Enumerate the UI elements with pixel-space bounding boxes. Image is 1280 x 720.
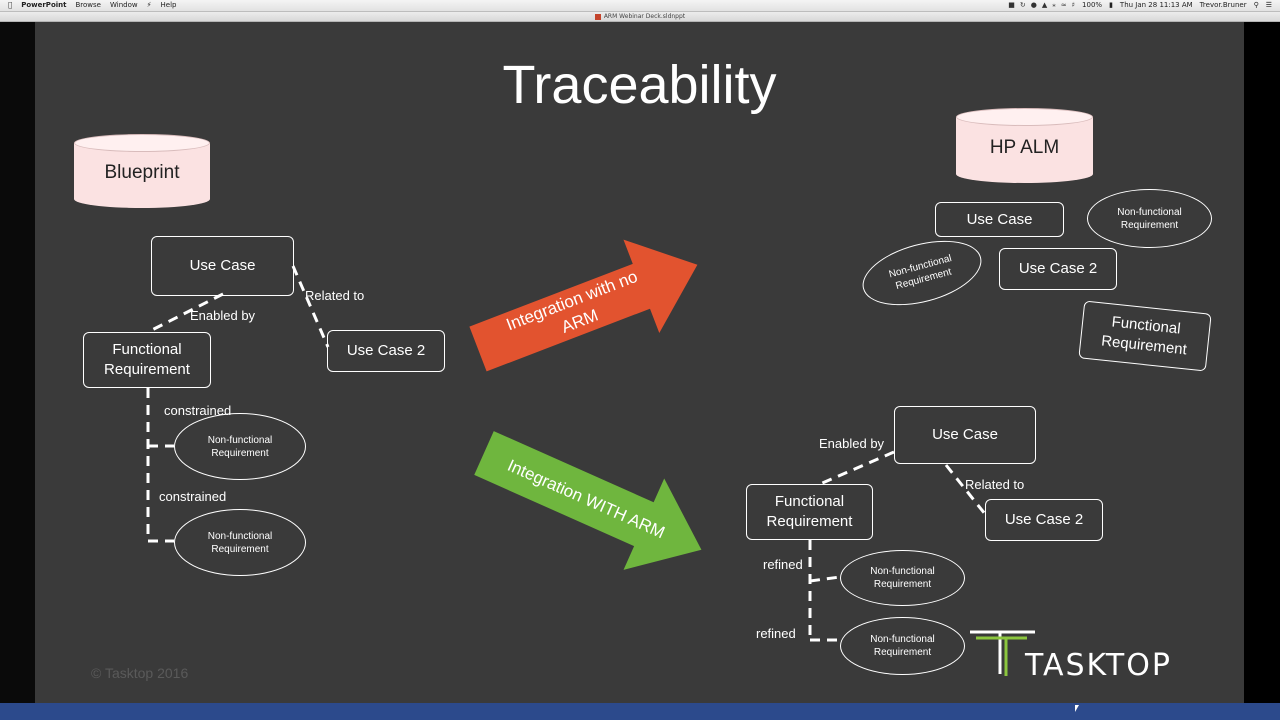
mouse-cursor-icon: [1075, 705, 1079, 712]
alm-use-case[interactable]: Use Case: [935, 202, 1064, 237]
menu-bar:  PowerPoint Browse Window ⚡ Help ■ ↻ ● …: [0, 0, 1280, 12]
arm-nonfunctional-requirement-2[interactable]: Non-functional Requirement: [840, 617, 965, 675]
sync-icon[interactable]: ↻: [1019, 1, 1026, 9]
bp-use-case-2[interactable]: Use Case 2: [327, 330, 445, 372]
hp-alm-db-label: HP ALM: [989, 136, 1060, 158]
bp-functional-requirement[interactable]: Functional Requirement: [83, 332, 211, 388]
script-icon[interactable]: ⚡: [142, 1, 152, 9]
slide-title[interactable]: Traceability: [502, 55, 777, 115]
arm-nonfunctional-requirement-1[interactable]: Non-functional Requirement: [840, 550, 965, 606]
arm-use-case[interactable]: Use Case: [894, 406, 1036, 464]
link-enabled-by: [147, 292, 224, 334]
bp-label-constrained-2: constrained: [159, 489, 227, 504]
arm-functional-requirement[interactable]: Functional Requirement: [746, 484, 873, 540]
slide-graphics: Integration with no ARM Integration WITH…: [146, 239, 1035, 676]
link-related-to: [291, 265, 330, 348]
link-arm-refined-1: [809, 575, 841, 583]
window-titlebar: ARM Webinar Deck.sldnppt: [0, 12, 1280, 22]
bp-label-related-to: Related to: [305, 288, 365, 303]
drive-icon[interactable]: ▲: [1041, 1, 1048, 9]
blueprint-database[interactable]: Blueprint: [74, 134, 210, 208]
record-icon[interactable]: ●: [1030, 1, 1037, 9]
notification-center-icon[interactable]: ☰: [1265, 1, 1272, 9]
copyright-text: © Tasktop 2016: [91, 665, 189, 681]
status-tray: ■ ↻ ● ▲ ⁎ ≈ ♯: [1008, 1, 1075, 9]
arm-use-case-2[interactable]: Use Case 2: [985, 499, 1103, 541]
hp-alm-database[interactable]: HP ALM: [956, 108, 1093, 183]
blueprint-db-label: Blueprint: [104, 162, 180, 184]
wifi-icon[interactable]: ≈: [1060, 1, 1067, 9]
bp-use-case[interactable]: Use Case: [151, 236, 294, 296]
bp-nonfunctional-requirement-1[interactable]: Non-functional Requirement: [174, 413, 306, 480]
tasktop-logo-mark: [970, 630, 1035, 676]
bp-nonfunctional-requirement-2[interactable]: Non-functional Requirement: [174, 509, 306, 576]
tasktop-logo-text: TASKTOP: [1025, 648, 1172, 683]
arrow-with-arm: Integration WITH ARM: [474, 431, 702, 570]
battery-percent[interactable]: 100%: [1082, 1, 1103, 9]
slide-canvas[interactable]: Integration with no ARM Integration WITH…: [35, 22, 1244, 703]
menu-help[interactable]: Help: [156, 1, 177, 9]
dock-strip: [0, 703, 1280, 720]
battery-icon[interactable]: ▮: [1109, 1, 1113, 9]
window-title: ARM Webinar Deck.sldnppt: [603, 13, 686, 20]
alm-nonfunctional-requirement-1[interactable]: Non-functional Requirement: [1087, 189, 1212, 248]
bp-label-constrained-1: constrained: [164, 403, 232, 418]
apple-icon[interactable]: : [8, 1, 12, 9]
link-arm-enabled-by: [819, 450, 895, 486]
menu-browse[interactable]: Browse: [71, 1, 101, 9]
menu-window[interactable]: Window: [105, 1, 138, 9]
menu-powerpoint[interactable]: PowerPoint: [17, 1, 66, 9]
arrow-no-arm: Integration with no ARM: [469, 239, 698, 372]
link-arm-related-to: [944, 464, 987, 515]
arm-label-related-to: Related to: [965, 477, 1025, 492]
menu-user[interactable]: Trevor.Bruner: [1199, 1, 1247, 9]
bluetooth-icon[interactable]: ⁎: [1052, 1, 1056, 9]
bp-label-enabled-by: Enabled by: [190, 308, 256, 323]
spotlight-icon[interactable]: ⚲: [1253, 1, 1259, 9]
arm-label-enabled-by: Enabled by: [819, 436, 885, 451]
arm-label-refined-2: refined: [756, 626, 796, 641]
alm-use-case-2[interactable]: Use Case 2: [999, 248, 1117, 290]
document-icon: [594, 13, 601, 20]
volume-icon[interactable]: ♯: [1071, 1, 1076, 9]
arm-label-refined-1: refined: [763, 557, 803, 572]
left-margin: [0, 22, 35, 703]
dropbox-icon[interactable]: ■: [1008, 1, 1015, 9]
menu-clock[interactable]: Thu Jan 28 11:13 AM: [1119, 1, 1193, 9]
